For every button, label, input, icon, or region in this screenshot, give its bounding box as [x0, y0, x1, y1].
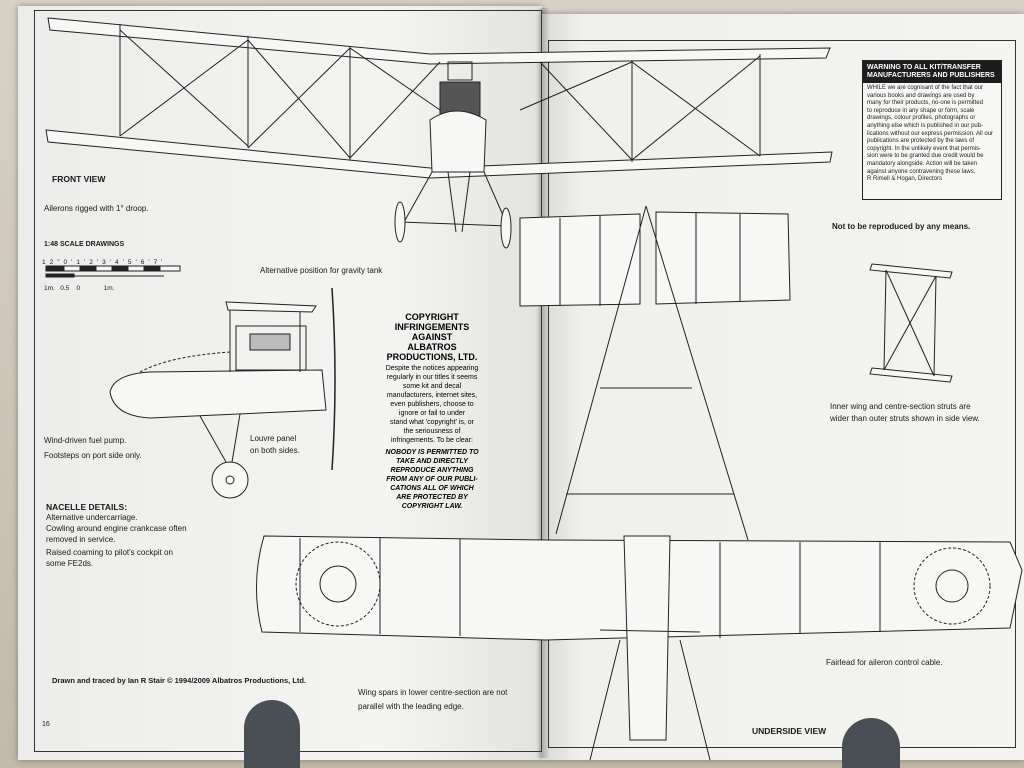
book-stand-right: [842, 718, 900, 768]
right-page-frame: [548, 40, 1016, 748]
front-view-drawing: [45, 17, 833, 249]
strut-note-line-1: Inner wing and centre-section struts are: [830, 402, 971, 411]
page-number: 16: [42, 721, 50, 728]
front-view-heading: FRONT VIEW: [52, 174, 106, 184]
fairlead-note: Fairlead for aileron control cable.: [826, 658, 943, 667]
copyright-notice: COPYRIGHT INFRINGEMENTS AGAINST ALBATROS…: [372, 312, 492, 511]
scale-bar: [45, 265, 181, 278]
book-stand-left: [244, 700, 300, 768]
louvre-note-line-2: on both sides.: [250, 446, 300, 455]
scale-feet-labels: 12"0'1'2'3'4'5'6'7': [42, 259, 167, 266]
nacelle-line-1: Alternative undercarriage.: [46, 513, 138, 522]
nacelle-line-2: Cowling around engine crankcase often: [46, 524, 187, 533]
fuel-pump-note-line-2: Footsteps on port side only.: [44, 451, 142, 460]
spar-note-line-2: parallel with the leading edge.: [358, 702, 464, 711]
not-reproduced-note: Not to be reproduced by any means.: [832, 222, 971, 231]
gravity-tank-note: Alternative position for gravity tank: [260, 266, 383, 275]
spar-note-line-1: Wing spars in lower centre-section are n…: [358, 688, 508, 697]
strut-detail-drawing: [869, 263, 953, 383]
nacelle-line-5: some FE2ds.: [46, 559, 94, 568]
fuel-pump-note-line-1: Wind-driven fuel pump.: [44, 436, 127, 445]
nacelle-detail-drawing: [109, 287, 336, 499]
underside-view-drawing: [256, 205, 1023, 761]
warning-box-heading: WARNING TO ALL KIT/TRANSFER MANUFACTURER…: [863, 61, 1001, 83]
ailerons-note: Ailerons rigged with 1° droop.: [44, 204, 149, 213]
copyright-warning: NOBODY IS PERMITTED TO TAKE AND DIRECTLY…: [385, 449, 479, 510]
copyright-title: COPYRIGHT INFRINGEMENTS AGAINST ALBATROS…: [386, 312, 478, 362]
nacelle-heading: NACELLE DETAILS:: [46, 502, 128, 512]
warning-box: WARNING TO ALL KIT/TRANSFER MANUFACTURER…: [862, 60, 1002, 200]
copyright-body: Despite the notices appearing regularly …: [385, 365, 479, 444]
nacelle-line-3: removed in service.: [46, 535, 116, 544]
scale-metre-labels: 1m. 0.5 0 1m.: [44, 285, 115, 292]
underside-view-heading: UNDERSIDE VIEW: [752, 726, 827, 736]
scale-heading: 1:48 SCALE DRAWINGS: [44, 241, 125, 248]
strut-note-line-2: wider than outer struts shown in side vi…: [830, 414, 980, 423]
louvre-note-line-1: Louvre panel: [250, 434, 297, 443]
credit-line: Drawn and traced by Ian R Stair © 1994/2…: [52, 676, 307, 685]
warning-box-body: WHILE we are cognisant of the fact that …: [867, 85, 994, 183]
nacelle-line-4: Raised coaming to pilot's cockpit on: [46, 548, 173, 557]
